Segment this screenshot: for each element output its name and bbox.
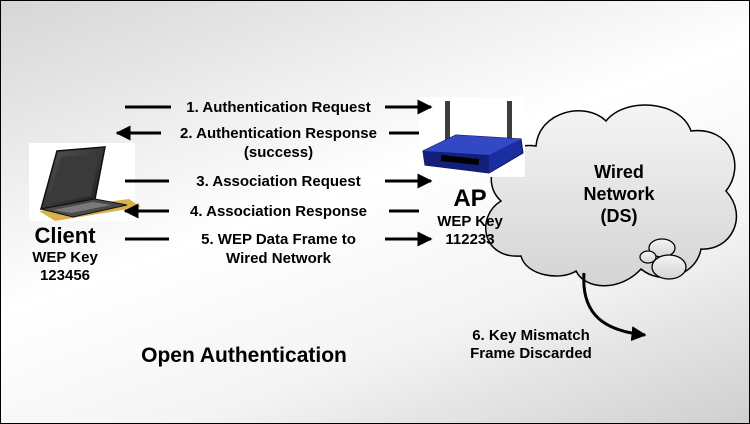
message-1-line1: 1. Authentication Request — [186, 99, 371, 116]
laptop-icon — [29, 143, 141, 221]
diagram-caption: Open Authentication — [141, 344, 347, 367]
client-label: Client WEP Key 123456 — [15, 223, 115, 285]
message-2-line2: (success) — [243, 144, 314, 161]
network-line2: Network — [583, 184, 655, 204]
wireless-router-icon — [419, 97, 525, 177]
ap-label: AP WEP Key 112233 — [421, 185, 519, 249]
message-4: 4. Association Response — [166, 202, 391, 221]
network-line3: (DS) — [600, 206, 638, 226]
message-arrows — [115, 99, 647, 342]
message-3: 3. Association Request — [166, 172, 391, 191]
message-2: 2. Authentication Response (success) — [166, 124, 391, 162]
cloud-icon — [485, 104, 738, 287]
discard-note: 6. Key Mismatch Frame Discarded — [456, 327, 606, 363]
message-4-line1: 4. Association Response — [190, 203, 367, 220]
message-1: 1. Authentication Request — [166, 98, 391, 117]
message-5-line1: 5. WEP Data Frame to — [201, 231, 356, 248]
discard-line2: Frame Discarded — [470, 345, 592, 362]
message-2-line1: 2. Authentication Response — [180, 125, 377, 142]
network-label: Wired Network (DS) — [559, 161, 679, 227]
message-3-line1: 3. Association Request — [196, 173, 361, 190]
discard-arrow — [582, 272, 647, 342]
ap-key-value: 112233 — [445, 231, 495, 248]
message-5: 5. WEP Data Frame to Wired Network — [166, 230, 391, 268]
client-key-value: 123456 — [39, 267, 91, 284]
client-key-label: WEP Key — [32, 249, 98, 266]
message-5-line2: Wired Network — [226, 250, 331, 267]
ap-key-label: WEP Key — [437, 213, 503, 230]
ap-name: AP — [453, 185, 487, 212]
discard-line1: 6. Key Mismatch — [472, 327, 590, 344]
network-line1: Wired — [594, 162, 644, 182]
client-name: Client — [34, 223, 96, 248]
